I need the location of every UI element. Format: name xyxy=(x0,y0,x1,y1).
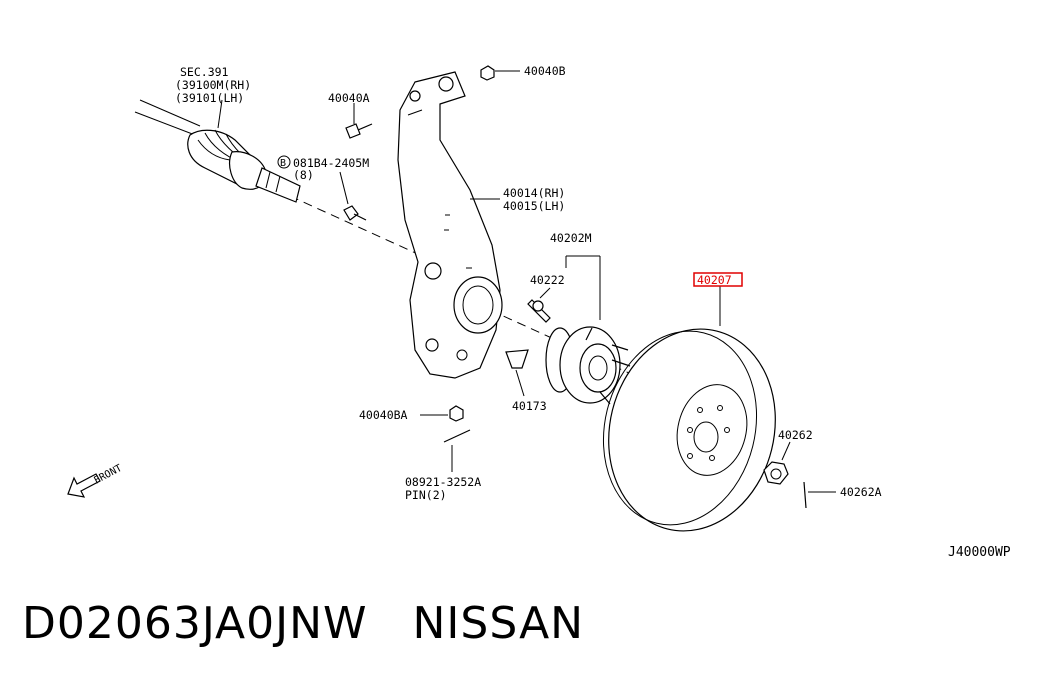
sec-label: SEC.391 xyxy=(180,65,229,79)
sec-rh-label: (39100M(RH) xyxy=(175,78,251,92)
drawing-id: J40000WP xyxy=(948,545,1011,560)
part-40262A-label: 40262A xyxy=(840,485,882,499)
part-40202M-label: 40202M xyxy=(550,231,592,245)
part-number-footer: D02063JA0JNW NISSAN xyxy=(22,598,585,649)
hub-nut xyxy=(763,461,789,485)
highlight-box-40207 xyxy=(693,272,743,287)
part-081B4-qty: (8) xyxy=(293,168,314,182)
part-40040BA-label: 40040BA xyxy=(359,408,408,422)
b-mark: B xyxy=(280,158,286,169)
part-40015-label: 40015(LH) xyxy=(503,199,565,213)
seal-40173 xyxy=(505,349,529,369)
part-08921-label: 08921-3252A xyxy=(405,475,481,489)
part-40040B-label: 40040B xyxy=(524,64,566,78)
nut-40040BA xyxy=(449,405,464,422)
sec-lh-label: (39101(LH) xyxy=(175,91,244,105)
nut-40040B xyxy=(480,65,495,81)
pin-08921 xyxy=(443,429,471,443)
front-arrow-icon xyxy=(67,473,101,498)
bolt-40040A xyxy=(345,123,373,139)
part-40040A-label: 40040A xyxy=(328,91,370,105)
part-40207-label: 40207 xyxy=(697,273,732,287)
part-40262-label: 40262 xyxy=(778,428,813,442)
brake-rotor xyxy=(602,328,776,532)
cotter-pin-40262A xyxy=(803,481,807,509)
part-081B4-label: 081B4-2405M xyxy=(293,156,369,170)
b-mark-circle xyxy=(277,155,291,169)
pin-qty-label: PIN(2) xyxy=(405,488,447,502)
bolt-081B4 xyxy=(343,205,367,221)
part-40222-label: 40222 xyxy=(530,273,565,287)
hub-bearing xyxy=(527,299,631,405)
steering-knuckle xyxy=(397,71,503,379)
leader-lines xyxy=(217,70,836,493)
drive-shaft xyxy=(134,99,301,203)
part-40173-label: 40173 xyxy=(512,399,547,413)
part-40014-label: 40014(RH) xyxy=(503,186,565,200)
front-label: FRONT xyxy=(92,463,124,487)
